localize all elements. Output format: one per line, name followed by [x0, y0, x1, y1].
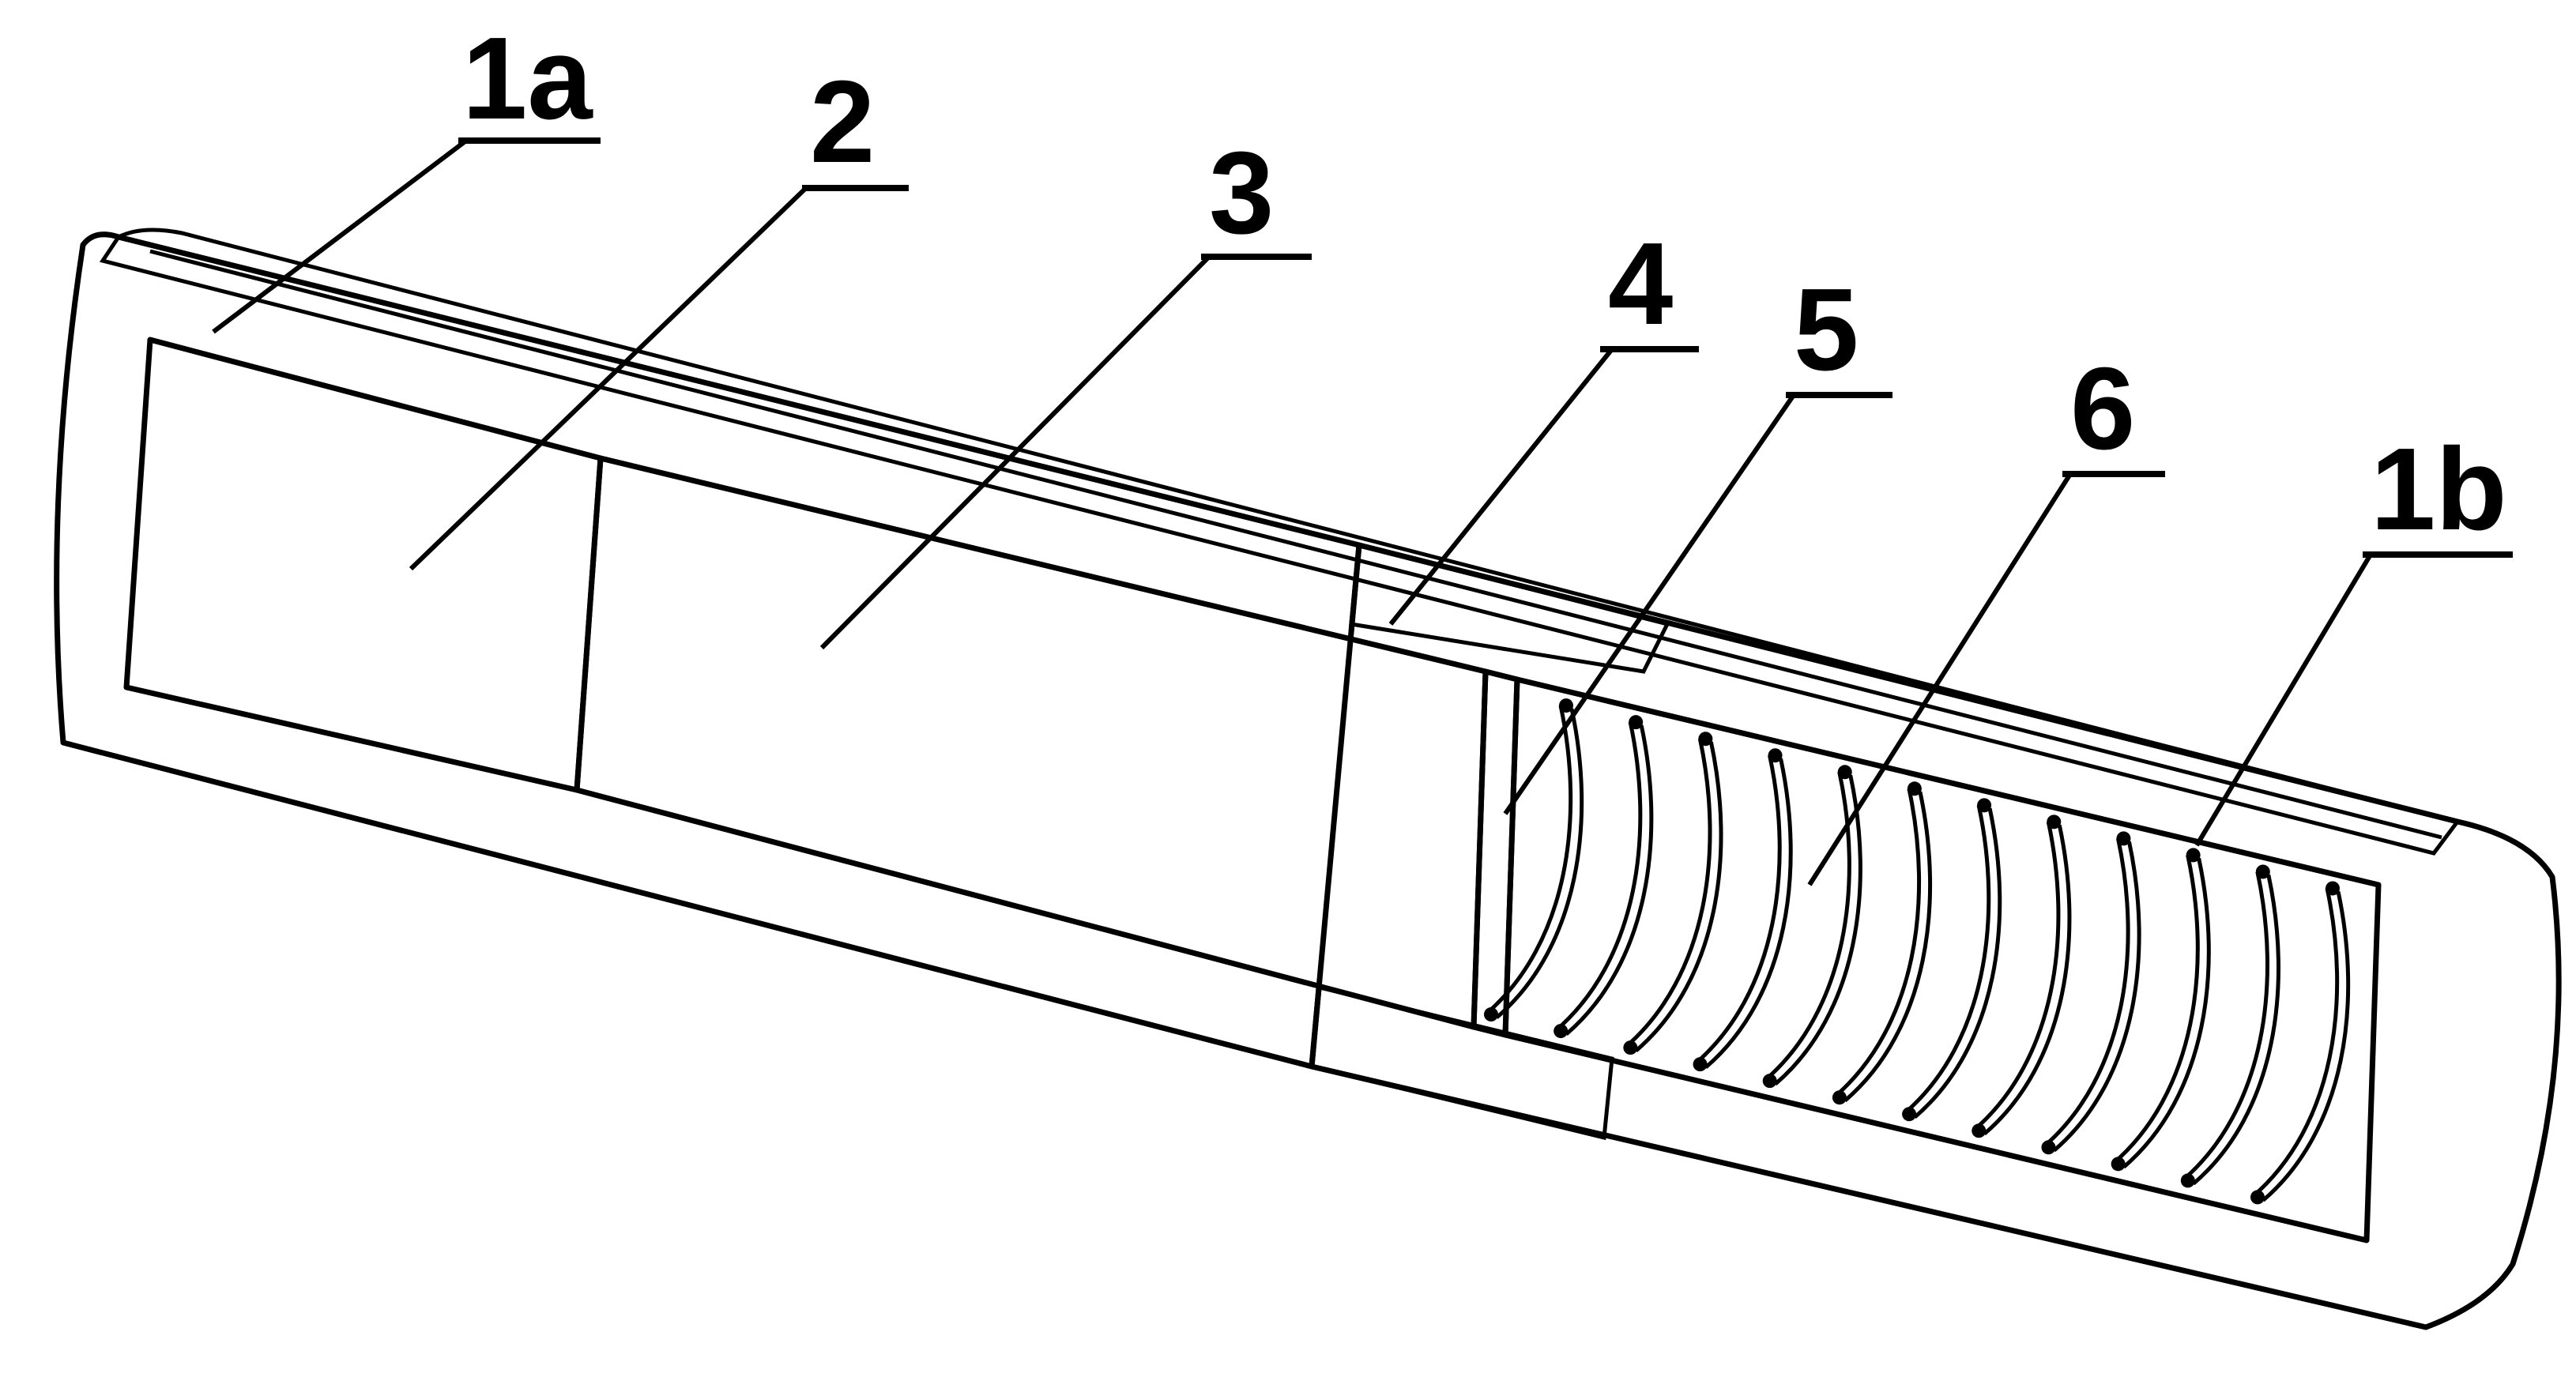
leader-lines	[212, 138, 2373, 886]
housing-left-part	[54, 231, 1478, 1070]
callout-4: 4	[1600, 219, 1699, 352]
coil-turn	[2041, 837, 2130, 1149]
housing-right-part	[1309, 542, 2562, 1330]
callout-2: 2	[802, 57, 909, 191]
coil-wire-end	[1629, 715, 1644, 730]
coil-wire-end	[1554, 1024, 1569, 1039]
coil-turn	[1972, 821, 2061, 1133]
coil-wire-end	[1837, 765, 1852, 780]
callout-5: 5	[1786, 265, 1892, 398]
coil-turn	[1623, 738, 1712, 1050]
callout-1a: 1a	[458, 13, 601, 144]
coil-turn	[1554, 721, 1643, 1033]
svg-text:2: 2	[810, 57, 875, 187]
coil-wire-end	[2047, 815, 2062, 830]
coil-turn-edge	[1495, 708, 1584, 1019]
coil-wire-end	[2186, 848, 2201, 863]
coil-wire-end	[1762, 1074, 1777, 1089]
coil-wire-end	[2041, 1140, 2056, 1155]
coil-wire-end	[1972, 1123, 1987, 1138]
sleeve-part-4	[1349, 542, 1670, 674]
coil-chamber	[1502, 676, 2382, 1243]
callout-1b: 1b	[2363, 424, 2513, 558]
coil-turn-edge	[1983, 824, 2072, 1136]
coil-wire-end	[1698, 732, 1713, 747]
coil-spring-part-6	[1484, 698, 2351, 1205]
coil-wire-end	[2250, 1190, 2265, 1205]
svg-text:6: 6	[2070, 344, 2135, 474]
coil-turn	[2181, 871, 2269, 1183]
coil-turn-edge	[1704, 758, 1793, 1070]
coil-wire-end	[1484, 1007, 1498, 1022]
coil-turn	[2250, 887, 2340, 1199]
svg-text:3: 3	[1209, 128, 1274, 258]
top-surface-edge	[149, 249, 2442, 840]
coil-turn-edge	[1913, 807, 2002, 1119]
coil-wire-end	[1977, 798, 1992, 813]
coil-wire-end	[1623, 1040, 1638, 1055]
coil-turn-edge	[2052, 841, 2141, 1153]
coil-turn-edge	[1843, 791, 1933, 1103]
coil-wire-end	[1832, 1090, 1847, 1105]
coil-turn	[2111, 854, 2200, 1166]
svg-text:4: 4	[1608, 219, 1673, 349]
svg-text:1b: 1b	[2371, 424, 2507, 555]
coil-turn	[1484, 705, 1573, 1016]
coil-wire-end	[1907, 781, 1922, 796]
coil-turn-edge	[2262, 890, 2351, 1202]
coil-turn	[1902, 804, 1991, 1116]
callout-3: 3	[1201, 128, 1312, 260]
coil-turn-edge	[1565, 724, 1654, 1036]
coil-turn	[1763, 771, 1851, 1083]
coil-turn-edge	[2122, 857, 2211, 1169]
coil-turn-edge	[2192, 874, 2280, 1186]
coil-wire-end	[2111, 1157, 2126, 1172]
callout-6: 6	[2062, 344, 2165, 477]
coil-wire-end	[1902, 1107, 1917, 1122]
coil-turn	[1832, 788, 1922, 1100]
coil-turn-edge	[1634, 741, 1723, 1053]
coil-wire-end	[1693, 1057, 1708, 1072]
coil-wire-end	[2326, 881, 2340, 896]
coil-wire-end	[2255, 864, 2270, 879]
svg-text:1a: 1a	[462, 13, 593, 144]
coil-wire-end	[2116, 831, 2131, 846]
coil-turn-edge	[1774, 774, 1862, 1086]
coil-wire-end	[1559, 698, 1573, 713]
svg-text:5: 5	[1794, 265, 1859, 395]
housing-top-surface	[99, 228, 2461, 856]
coil-turn	[1693, 754, 1782, 1067]
coil-wire-end	[2180, 1173, 2195, 1188]
coil-wire-end	[1768, 748, 1783, 763]
